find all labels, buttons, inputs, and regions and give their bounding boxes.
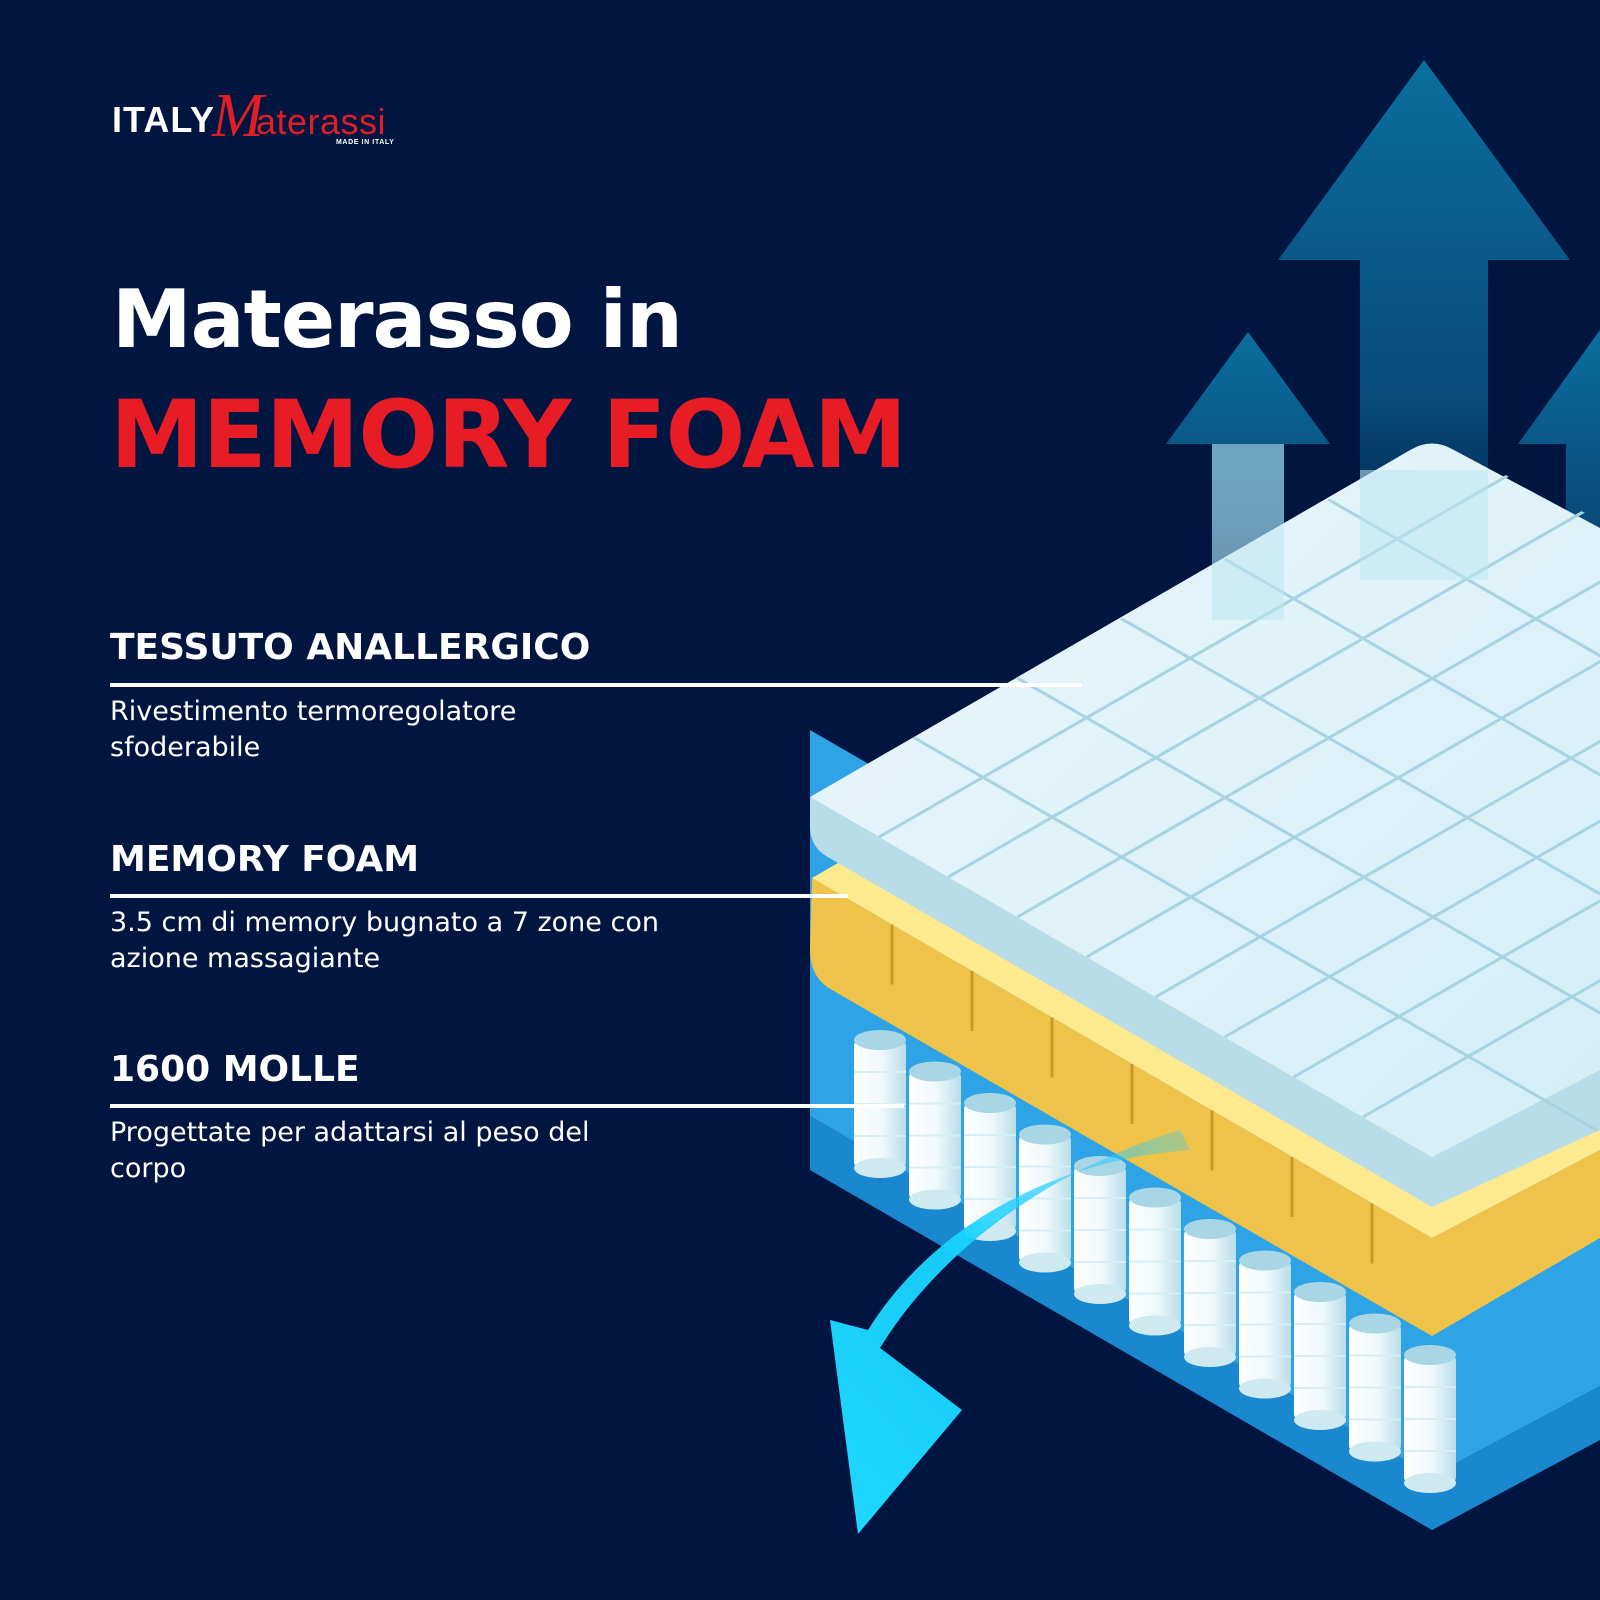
spring-coil bbox=[909, 1061, 961, 1210]
spring-coil bbox=[1349, 1313, 1401, 1462]
feature-description-springs: Progettate per adattarsi al peso del cor… bbox=[110, 1117, 590, 1184]
feature-divider-springs bbox=[110, 1104, 852, 1108]
logo-materassi-text: aterassi bbox=[256, 101, 387, 142]
feature-description-foam: 3.5 cm di memory bugnato a 7 zone con az… bbox=[110, 907, 659, 974]
spring-coil bbox=[1184, 1219, 1236, 1367]
feature-title-cover: TESSUTO ANALLERGICO bbox=[110, 627, 591, 668]
feature-description-cover: Rivestimento termoregolatore sfoderabile bbox=[110, 696, 517, 763]
feature-divider-cover bbox=[110, 683, 972, 687]
fabric-cover-layer bbox=[810, 440, 1600, 1207]
feature-title-foam: MEMORY FOAM bbox=[110, 839, 420, 880]
headline-line-1: Materasso in bbox=[112, 273, 683, 366]
headline-line-2: MEMORY FOAM bbox=[110, 381, 907, 490]
spring-coil bbox=[1074, 1156, 1126, 1304]
spring-coil bbox=[1294, 1282, 1346, 1430]
spring-coil bbox=[1404, 1345, 1456, 1493]
up-arrow-icon bbox=[1278, 60, 1570, 580]
logo-tagline: MADE IN ITALY bbox=[336, 139, 395, 146]
logo-italy-text: ITALY bbox=[112, 99, 216, 140]
curved-down-arrow-icon bbox=[830, 1130, 1190, 1534]
spring-coil bbox=[1239, 1250, 1291, 1399]
spring-coil bbox=[1129, 1187, 1181, 1336]
logo-m-initial: M bbox=[212, 82, 264, 150]
spring-coil bbox=[1019, 1124, 1071, 1273]
feature-title-springs: 1600 MOLLE bbox=[110, 1049, 360, 1090]
spring-coils bbox=[854, 1030, 1456, 1493]
feature-divider-foam bbox=[110, 894, 802, 898]
